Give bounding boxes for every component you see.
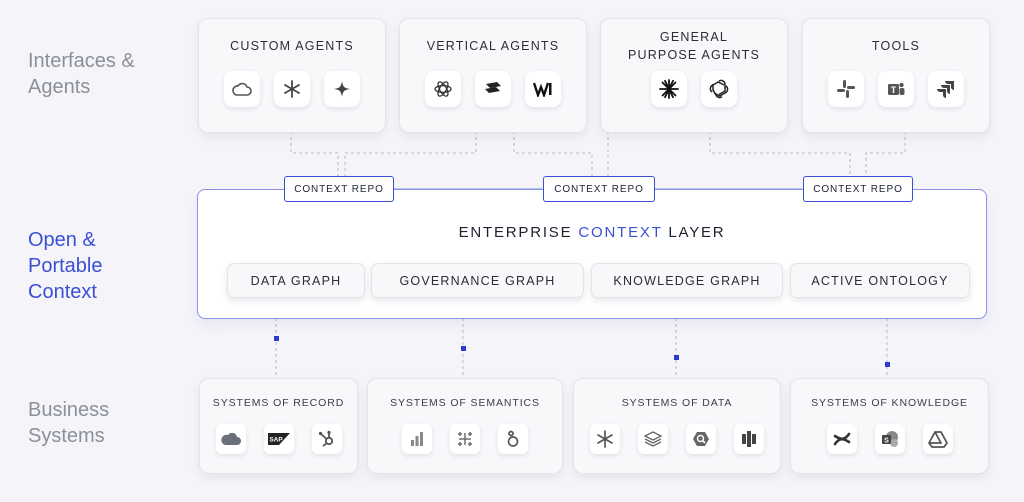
svg-text:SAP: SAP	[269, 437, 283, 444]
context-repo-2[interactable]: CONTEXT REPO	[543, 176, 655, 202]
connector-vertical-agents	[344, 131, 477, 176]
card-systems-of-data[interactable]: SYSTEMS OF DATA	[573, 378, 781, 474]
connector-custom-agents	[290, 131, 339, 176]
svg-text:S: S	[884, 438, 889, 445]
snowflake-icon	[274, 71, 310, 107]
context-repo-1[interactable]: CONTEXT REPO	[284, 176, 394, 202]
ecl-title-part-c: LAYER	[668, 224, 726, 241]
connector-dot-knowledge	[885, 362, 890, 367]
card-systems-of-semantics[interactable]: SYSTEMS OF SEMANTICS	[367, 378, 563, 474]
row-label-context: Open & Portable Context	[28, 229, 103, 303]
confluence-icon	[826, 424, 857, 454]
card-title: SYSTEMS OF KNOWLEDGE	[811, 397, 968, 409]
row-label-business: Business Systems	[28, 399, 110, 447]
card-title: SYSTEMS OF RECORD	[212, 397, 345, 409]
starburst-icon	[651, 71, 687, 107]
connector-dot-data	[674, 355, 679, 360]
hubspot-icon	[311, 424, 342, 454]
knowledge-graph-chip[interactable]: KNOWLEDGE GRAPH	[591, 263, 783, 298]
tableau-icon	[450, 424, 480, 454]
salesforce-icon	[215, 424, 246, 454]
connector-general-agents-2	[709, 131, 851, 176]
enterprise-context-layer: ENTERPRISE CONTEXT LAYER DATA GRAPH GOVE…	[197, 189, 987, 319]
card-title: SYSTEMS OF SEMANTICS	[390, 397, 540, 409]
connector-dot-semantics	[461, 346, 466, 351]
bar-chart-icon	[402, 424, 432, 454]
slack-icon	[828, 71, 864, 107]
drive-icon	[922, 424, 953, 454]
looker-icon	[498, 424, 528, 454]
w-logo-icon	[525, 71, 561, 107]
card-title: GENERAL PURPOSE AGENTS	[627, 30, 761, 62]
card-title: TOOLS	[871, 39, 921, 53]
connector-tools	[865, 131, 906, 176]
data-graph-chip[interactable]: DATA GRAPH	[227, 263, 365, 298]
sparkle-icon	[324, 71, 360, 107]
row-label-interfaces: Interfaces & Agents	[28, 50, 135, 98]
cloud-icon	[224, 71, 260, 107]
card-systems-of-knowledge[interactable]: SYSTEMS OF KNOWLEDGE S	[790, 378, 989, 474]
sharepoint-icon: S	[874, 424, 905, 454]
active-ontology-chip[interactable]: ACTIVE ONTOLOGY	[790, 263, 970, 298]
card-title: SYSTEMS OF DATA	[621, 397, 733, 409]
ecl-title-part-b: CONTEXT	[578, 224, 663, 241]
card-title: VERTICAL AGENTS	[426, 39, 560, 53]
ecl-title-part-a: ENTERPRISE	[458, 224, 573, 241]
card-systems-of-record[interactable]: SYSTEMS OF RECORD SAP	[199, 378, 358, 474]
governance-graph-chip[interactable]: GOVERNANCE GRAPH	[371, 263, 584, 298]
connector-dot-record	[274, 336, 279, 341]
atom-icon	[425, 71, 461, 107]
ecl-title: ENTERPRISE CONTEXT LAYER	[198, 224, 986, 241]
layers-icon	[638, 424, 668, 454]
jira-icon	[928, 71, 964, 107]
card-vertical-agents[interactable]: VERTICAL AGENTS	[399, 18, 587, 133]
card-custom-agents[interactable]: CUSTOM AGENTS	[198, 18, 386, 133]
context-repo-3[interactable]: CONTEXT REPO	[803, 176, 913, 202]
stack-logo-icon	[475, 71, 511, 107]
teams-icon: T	[878, 71, 914, 107]
card-general-purpose-agents[interactable]: GENERAL PURPOSE AGENTS	[600, 18, 788, 133]
openai-icon	[701, 71, 737, 107]
card-tools[interactable]: TOOLS T	[802, 18, 990, 133]
connector-vertical-agents-2	[513, 131, 593, 176]
redshift-icon	[734, 424, 764, 454]
snowflake-icon	[590, 424, 620, 454]
card-title: CUSTOM AGENTS	[230, 39, 354, 53]
bigquery-icon	[686, 424, 716, 454]
svg-text:T: T	[891, 85, 897, 95]
sap-icon: SAP	[263, 424, 294, 454]
